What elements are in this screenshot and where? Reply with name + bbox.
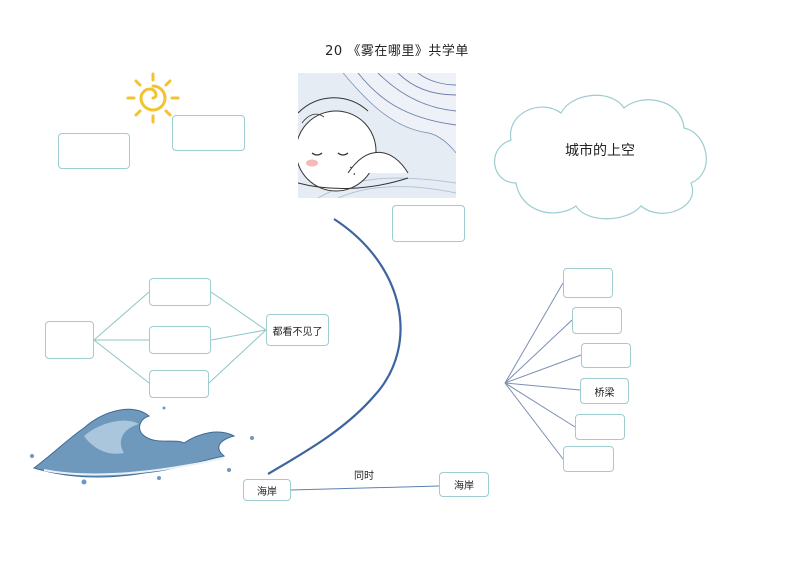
left-center-node: 都看不见了 [266,314,329,346]
bottom-right-node: 海岸 [439,472,489,497]
answer-box-top-middle[interactable] [172,115,245,151]
wave-icon [30,406,254,485]
answer-box-top-left[interactable] [58,133,130,169]
answer-box-right-5[interactable] [575,414,625,440]
right-center-node: 桥梁 [580,378,629,404]
fog-child-illustration [298,73,456,198]
cloud-label: 城市的上空 [565,143,635,159]
answer-box-under-picture[interactable] [392,205,465,242]
cloud-icon [494,94,707,220]
flow-curve [267,218,402,475]
answer-box-left-2[interactable] [149,326,211,354]
connector-label: 同时 [354,471,374,482]
answer-box-left-1[interactable] [149,278,211,306]
answer-box-right-6[interactable] [563,446,614,472]
sun-icon [126,72,180,124]
answer-box-left-root[interactable] [45,321,94,359]
page-title: 20 《雾在哪里》共学单 [325,44,469,59]
answer-box-right-2[interactable] [572,307,622,334]
bottom-connector-line [290,485,440,491]
answer-box-right-1[interactable] [563,268,613,298]
bottom-left-node: 海岸 [243,479,291,501]
answer-box-right-3[interactable] [581,343,631,368]
answer-box-left-3[interactable] [149,370,209,398]
